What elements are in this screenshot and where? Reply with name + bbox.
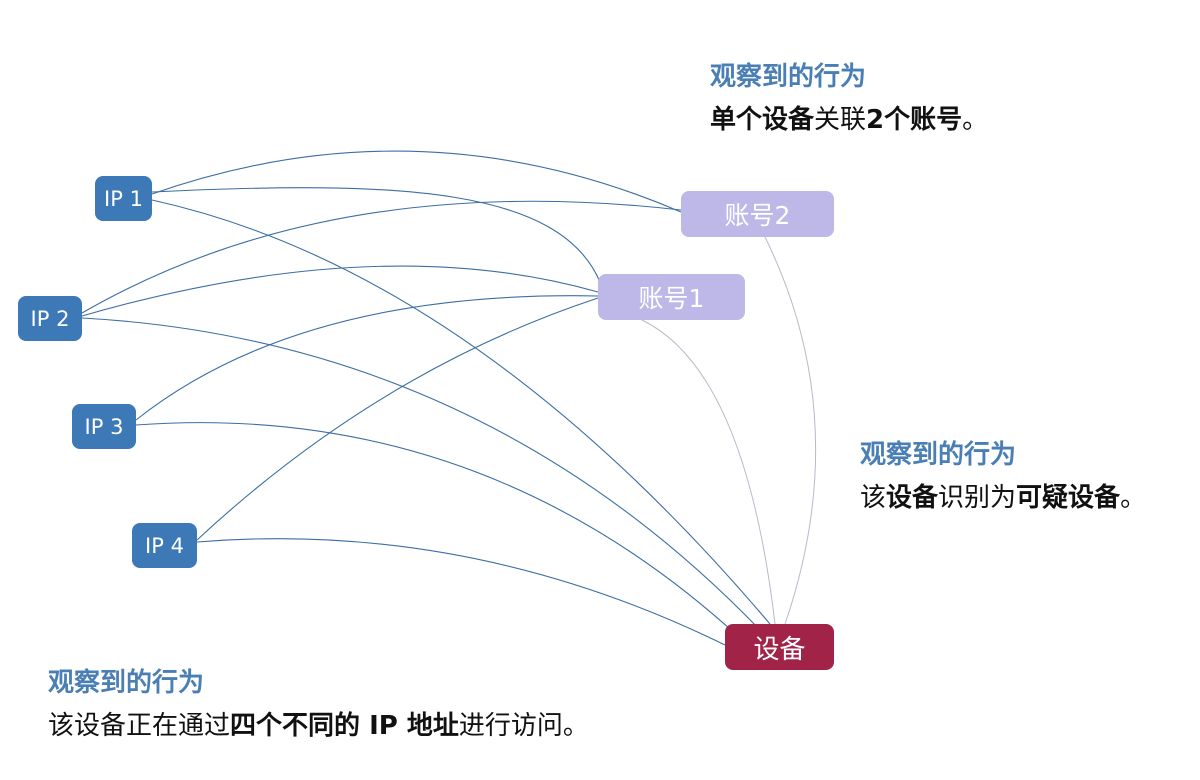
annotation-accounts: 观察到的行为 单个设备关联2个账号。 bbox=[710, 60, 988, 137]
emphasis-text: 可疑设备 bbox=[1016, 483, 1121, 513]
annotation-title: 观察到的行为 bbox=[710, 62, 867, 92]
emphasis-text: 单个设备 bbox=[710, 105, 815, 135]
annotation-title: 观察到的行为 bbox=[48, 668, 205, 698]
body-text: 进行访问。 bbox=[458, 711, 589, 741]
edge-ip-1-to-account-1 bbox=[151, 187, 601, 283]
annotation-body: 该设备正在通过四个不同的 IP 地址进行访问。 bbox=[48, 709, 589, 743]
node-ip-4: IP 4 bbox=[132, 523, 197, 568]
edge-ip-3-to-account-1 bbox=[135, 295, 599, 421]
annotation-body: 该设备识别为可疑设备。 bbox=[860, 481, 1146, 515]
node-ip-2: IP 2 bbox=[18, 296, 82, 341]
annotation-title: 观察到的行为 bbox=[860, 440, 1017, 470]
node-ip-3: IP 3 bbox=[72, 404, 136, 449]
emphasis-text: 2个账号 bbox=[866, 105, 963, 135]
edge-ip-1-to-account-2 bbox=[151, 150, 682, 213]
edge-ip-2-to-device bbox=[81, 317, 761, 631]
edge-ip-3-to-device bbox=[135, 422, 741, 639]
body-text: 关联 bbox=[814, 105, 867, 135]
emphasis-text: 设备 bbox=[886, 483, 939, 513]
node-account-2: 账号2 bbox=[681, 191, 834, 237]
annotation-suspicious-device: 观察到的行为 该设备识别为可疑设备。 bbox=[860, 438, 1146, 515]
body-text: 。 bbox=[962, 105, 989, 135]
annotation-body: 单个设备关联2个账号。 bbox=[710, 103, 988, 137]
body-text: 该设备正在通过 bbox=[48, 711, 231, 741]
edge-ip-2-to-account-2 bbox=[81, 200, 682, 314]
node-account-1: 账号1 bbox=[598, 274, 745, 320]
node-device: 设备 bbox=[725, 624, 834, 670]
emphasis-text: 四个不同的 IP 地址 bbox=[230, 711, 459, 741]
edge-ip-4-to-account-1 bbox=[196, 297, 599, 541]
edge-account-1-to-device bbox=[641, 319, 776, 625]
annotation-ip-access: 观察到的行为 该设备正在通过四个不同的 IP 地址进行访问。 bbox=[48, 666, 589, 743]
edge-ip-2-to-account-1 bbox=[81, 265, 599, 317]
edge-account-2-to-device bbox=[764, 236, 817, 625]
body-text: 。 bbox=[1120, 483, 1147, 513]
body-text: 该 bbox=[860, 483, 887, 513]
edge-ip-1-to-device bbox=[151, 199, 771, 625]
body-text: 识别为 bbox=[938, 483, 1017, 513]
edge-ip-4-to-device bbox=[196, 538, 726, 646]
node-ip-1: IP 1 bbox=[95, 176, 152, 221]
